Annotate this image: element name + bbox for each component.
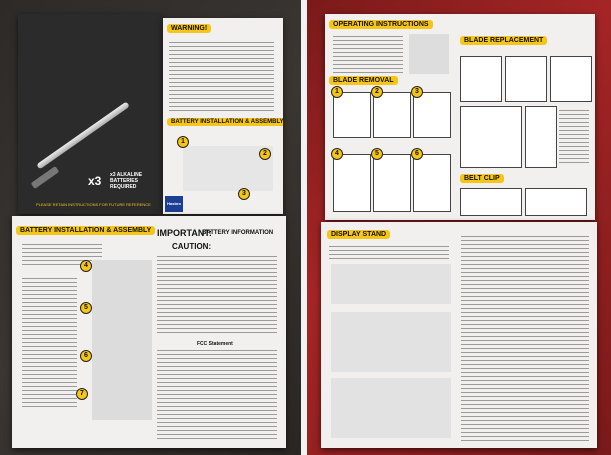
fcc-text	[157, 350, 277, 440]
blade-replacement-header: BLADE REPLACEMENT	[460, 36, 548, 45]
step-number: 2	[371, 86, 383, 98]
operating-text	[333, 36, 403, 76]
operating-header: OPERATING INSTRUCTIONS	[329, 20, 433, 29]
step-number: 2	[259, 148, 271, 160]
replace-step-2	[505, 56, 547, 102]
stand-text	[329, 246, 449, 260]
display-stand-header: DISPLAY STAND	[327, 230, 391, 239]
step-number: 3	[411, 86, 423, 98]
blade-removal-header: BLADE REMOVAL	[329, 76, 398, 85]
operating-panel: OPERATING INSTRUCTIONS BLADE REPLACEMENT…	[325, 14, 595, 220]
step-number: 1	[177, 136, 189, 148]
replace-step-1	[460, 56, 502, 102]
battery-install-header-2: BATTERY INSTALLATION & ASSEMBLY	[16, 226, 156, 235]
step-number: 7	[76, 388, 88, 400]
step-number: 3	[238, 188, 250, 200]
faq-text	[461, 236, 589, 441]
battery-install-header: BATTERY INSTALLATION & ASSEMBLY	[167, 118, 283, 126]
left-photo: x3 x3 ALKALINE BATTERIES REQUIRED PLEASE…	[0, 0, 301, 455]
stand-diagram-1	[331, 264, 451, 304]
removal-step-5	[373, 154, 411, 212]
removal-step-6	[413, 154, 451, 212]
replace-step-5	[525, 106, 557, 168]
step-number: 4	[331, 148, 343, 160]
step-number: 6	[411, 148, 423, 160]
keep-note: PLEASE RETAIN INSTRUCTIONS FOR FUTURE RE…	[36, 202, 151, 207]
battery-info-panel: BATTERY INSTALLATION & ASSEMBLY 4 5 6 7 …	[12, 216, 286, 448]
removal-step-4	[333, 154, 371, 212]
replace-step-4	[460, 106, 522, 168]
removal-step-3	[413, 92, 451, 138]
stand-diagram-2	[331, 312, 451, 372]
step-number: 5	[371, 148, 383, 160]
step-number: 4	[80, 260, 92, 272]
step-number: 5	[80, 302, 92, 314]
warning-panel: WARNING! BATTERY INSTALLATION & ASSEMBLY…	[163, 18, 283, 214]
divider	[301, 0, 307, 455]
belt-clip-diagram-1	[460, 188, 522, 216]
replace-text	[559, 110, 589, 166]
warning-text	[169, 42, 274, 112]
belt-clip-diagram-2	[525, 188, 587, 216]
right-photo: OPERATING INSTRUCTIONS BLADE REPLACEMENT…	[307, 0, 611, 455]
belt-clip-header: BELT CLIP	[460, 174, 504, 183]
battery-photo	[92, 260, 152, 420]
replace-step-3	[550, 56, 592, 102]
lightsaber-image	[36, 101, 130, 170]
caution-text	[157, 256, 277, 336]
batteries-label: x3 ALKALINE BATTERIES REQUIRED	[110, 172, 143, 190]
removal-step-1	[333, 92, 371, 138]
hasbro-logo: Hasbro	[165, 196, 183, 212]
battery-diagram	[183, 146, 273, 191]
removal-step-2	[373, 92, 411, 138]
important-header: IMPORTANT:	[157, 228, 212, 238]
lightsaber-hilt	[30, 166, 60, 189]
batteries-count: x3	[88, 174, 102, 188]
warning-header: WARNING!	[167, 24, 212, 33]
battery-info-label: BATTERY INFORMATION	[202, 230, 274, 236]
caution-label: CAUTION:	[172, 242, 212, 251]
step-text	[22, 278, 77, 408]
hilt-diagram	[409, 34, 449, 74]
stand-diagram-3	[331, 378, 451, 438]
display-stand-panel: DISPLAY STAND	[321, 222, 597, 448]
step-number: 6	[80, 350, 92, 362]
step-number: 1	[331, 86, 343, 98]
fcc-header: FCC Statement	[197, 341, 233, 347]
cover-panel: x3 x3 ALKALINE BATTERIES REQUIRED PLEASE…	[18, 14, 163, 214]
